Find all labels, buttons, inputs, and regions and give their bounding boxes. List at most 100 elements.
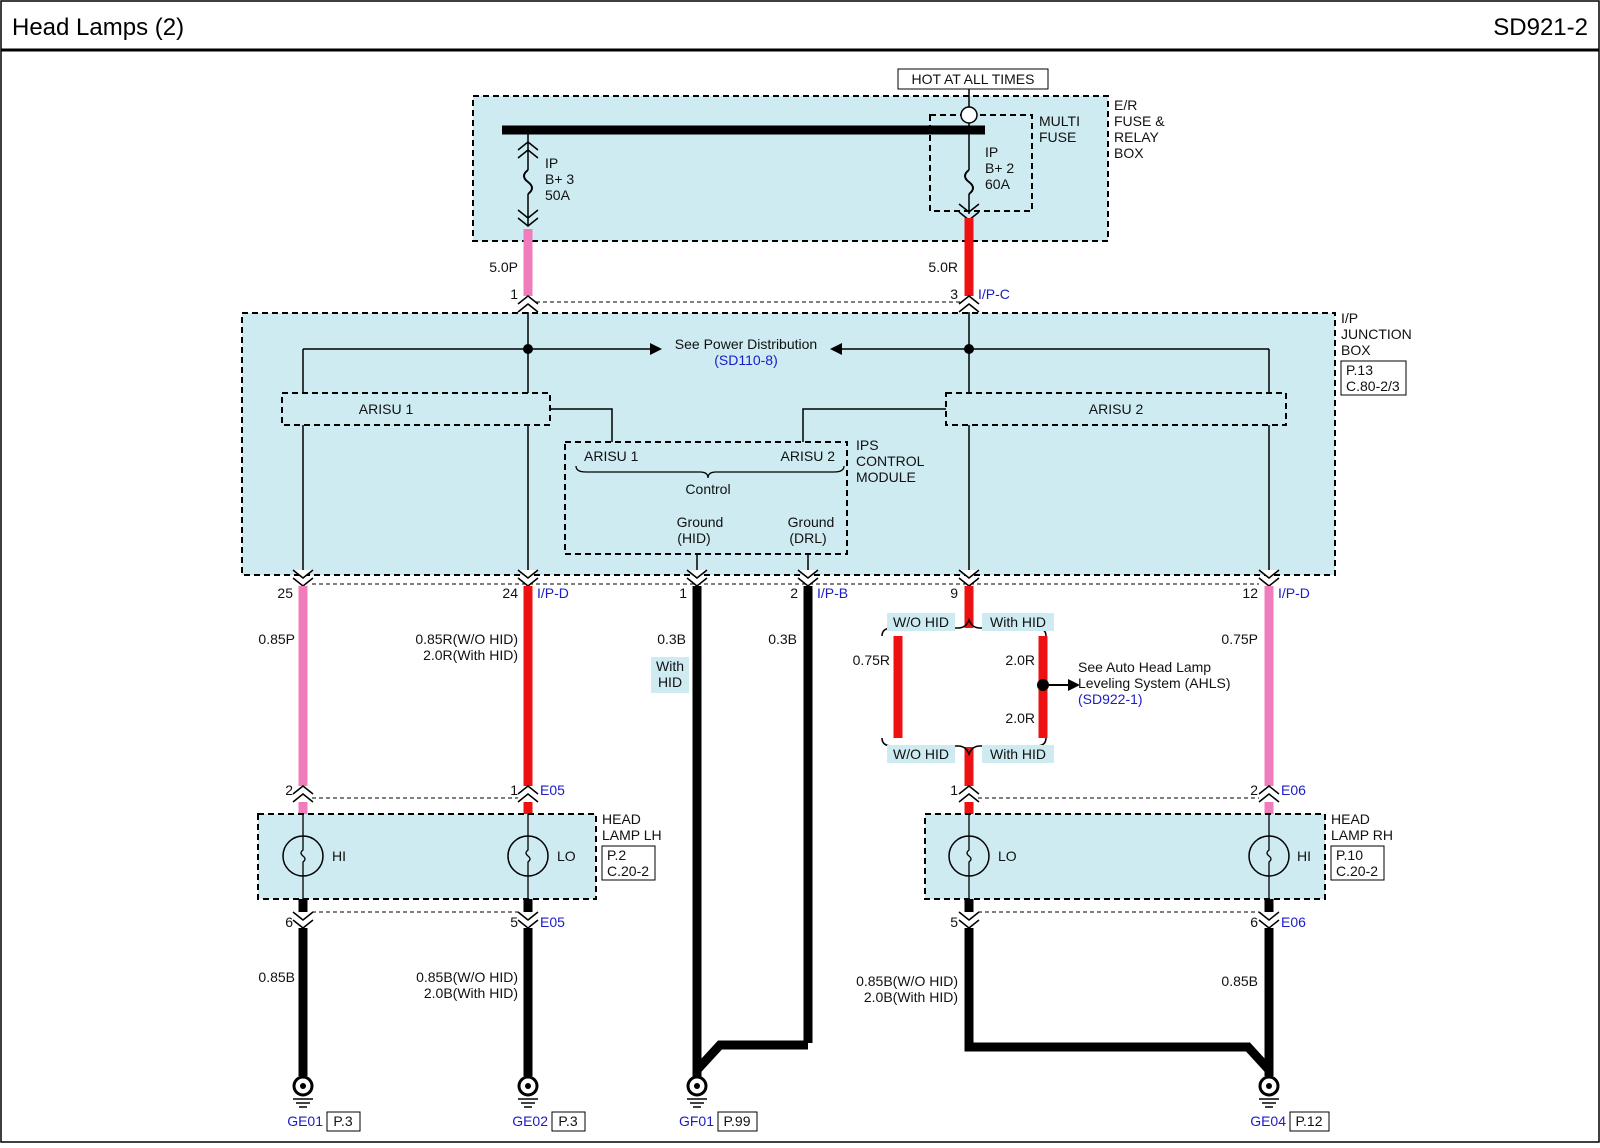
- arrow-left-icon: [830, 343, 842, 355]
- ground-symbol-icon: [518, 1098, 538, 1108]
- pin-24: 24: [502, 585, 518, 601]
- connector-chevron-icon: [517, 141, 539, 159]
- ground-name-ge04: GE04: [1250, 1113, 1286, 1129]
- ground-center-icon: [525, 1083, 531, 1089]
- ips-module-label-2: CONTROL: [856, 453, 925, 469]
- connector-ipc-label: I/P-C: [978, 286, 1010, 302]
- pin-12: 12: [1242, 585, 1258, 601]
- wire-label-0-3b-left: 0.3B: [657, 631, 686, 647]
- tag-wo-hid-bottom-text: W/O HID: [893, 746, 949, 762]
- connector-e06-top: E06: [1281, 782, 1306, 798]
- ips-input-arisu-1: ARISU 1: [584, 448, 639, 464]
- pin-25: 25: [277, 585, 293, 601]
- tag-with-hid-top: [982, 613, 1054, 631]
- connector-ipd-right: I/P-D: [1278, 585, 1310, 601]
- fuse-right-label-3: 60A: [985, 176, 1011, 192]
- arisu-2-box: [945, 392, 1287, 426]
- wire-label-0-75p: 0.75P: [1221, 631, 1258, 647]
- lamp-top-chevrons: [292, 785, 1280, 803]
- fuse-left-label-3: 50A: [545, 187, 571, 203]
- tag-with-hid-bottom: [982, 745, 1054, 763]
- head-lamp-lh-label-1: HEAD: [602, 811, 641, 827]
- ground-ref-gf01: P.99: [724, 1113, 751, 1129]
- ground-center-icon: [300, 1083, 306, 1089]
- junction-box-ref-box: [1340, 360, 1407, 396]
- ground-wire-label-lh-lo-1: 0.85B(W/O HID): [416, 969, 518, 985]
- ahls-ref: (SD922-1): [1078, 691, 1143, 707]
- connector-e06-bottom: E06: [1281, 914, 1306, 930]
- ground-wire-label-rh-hi: 0.85B: [1221, 973, 1258, 989]
- pin-lh-lo-top: 1: [510, 782, 518, 798]
- pin-rh-lo-top: 1: [950, 782, 958, 798]
- head-lamp-rh-label-1: HEAD: [1331, 811, 1370, 827]
- pin-ipc-1: 1: [510, 286, 518, 302]
- ground-ge02: [517, 1075, 539, 1108]
- lamp-lh-lo-label: LO: [557, 848, 576, 864]
- connector-chevron-icon: [517, 295, 539, 313]
- arisu-1-label: ARISU 1: [359, 401, 414, 417]
- ground-ref-box: [1289, 1111, 1330, 1132]
- head-lamp-rh-ref-1: P.10: [1336, 847, 1363, 863]
- ips-control-module: [564, 441, 848, 555]
- ground-name-ge02: GE02: [512, 1113, 548, 1129]
- junction-box-label-1: I/P: [1341, 310, 1358, 326]
- multi-fuse-label-1: MULTI: [1039, 113, 1080, 129]
- ground-wire-label-rh-lo-2: 2.0B(With HID): [864, 989, 958, 1005]
- ips-ground-hid-2: (HID): [677, 530, 710, 546]
- head-lamp-lh-ref-2: C.20-2: [607, 863, 649, 879]
- pin-ipc-3: 3: [950, 286, 958, 302]
- junction-box-label-3: BOX: [1341, 342, 1371, 358]
- ips-ground-drl-1: Ground: [788, 514, 835, 530]
- arrow-right-icon: [1068, 679, 1080, 691]
- fuse-right-icon: [964, 169, 974, 195]
- er-box-label-3: RELAY: [1114, 129, 1160, 145]
- connector-chevron-icon: [1258, 911, 1280, 929]
- connector-chevron-icon: [958, 295, 980, 313]
- pin-lh-hi-bottom: 6: [285, 914, 293, 930]
- page-title: Head Lamps (2): [12, 14, 184, 41]
- connector-ipb: I/P-B: [817, 585, 848, 601]
- pin-9: 9: [950, 585, 958, 601]
- connector-chevron-icon: [517, 569, 539, 587]
- hot-at-all-times-label: HOT AT ALL TIMES: [912, 71, 1035, 87]
- ground-ge01: [292, 1075, 314, 1108]
- ground-name-ge01: GE01: [287, 1113, 323, 1129]
- ground-gf01: [686, 1075, 708, 1108]
- head-lamp-rh-ref-box: [1330, 845, 1385, 881]
- ground-ref-ge01: P.3: [333, 1113, 352, 1129]
- fuse-left-icon: [523, 169, 533, 195]
- pin-lh-hi-top: 2: [285, 782, 293, 798]
- battery-terminal-icon: [960, 106, 978, 124]
- pin-rh-hi-bottom: 6: [1250, 914, 1258, 930]
- filament-icon: [966, 836, 972, 876]
- connector-chevron-icon: [292, 785, 314, 803]
- ground-center-icon: [1266, 1083, 1272, 1089]
- head-lamp-lh-label-2: LAMP LH: [602, 827, 662, 843]
- head-lamp-lh-ref-1: P.2: [607, 847, 626, 863]
- er-box-label-2: FUSE &: [1114, 113, 1165, 129]
- fuse-left-label-1: IP: [545, 155, 558, 171]
- ips-ground-hid-1: Ground: [677, 514, 724, 530]
- arisu-1-box: [281, 392, 551, 426]
- filament-icon: [300, 836, 306, 876]
- ips-module-label-1: IPS: [856, 437, 879, 453]
- ground-name-gf01: GF01: [679, 1113, 714, 1129]
- fuse-right-label-2: B+ 2: [985, 160, 1014, 176]
- arisu-2-label: ARISU 2: [1089, 401, 1144, 417]
- head-lamp-rh-label-2: LAMP RH: [1331, 827, 1393, 843]
- connector-chevron-icon: [1258, 569, 1280, 587]
- filament-icon: [1266, 836, 1272, 876]
- connector-chevron-icon: [517, 911, 539, 929]
- ground-ge04: [1258, 1075, 1280, 1108]
- ground-center-icon: [694, 1083, 700, 1089]
- fuse-right-label-1: IP: [985, 144, 998, 160]
- tag-with-hid-side-1: With: [656, 658, 684, 674]
- ground-symbol-icon: [293, 1098, 313, 1108]
- pin-lh-lo-bottom: 5: [510, 914, 518, 930]
- connector-chevron-icon: [517, 209, 539, 227]
- connector-chevron-icon: [958, 569, 980, 587]
- head-lamp-rh-ref-2: C.20-2: [1336, 863, 1378, 879]
